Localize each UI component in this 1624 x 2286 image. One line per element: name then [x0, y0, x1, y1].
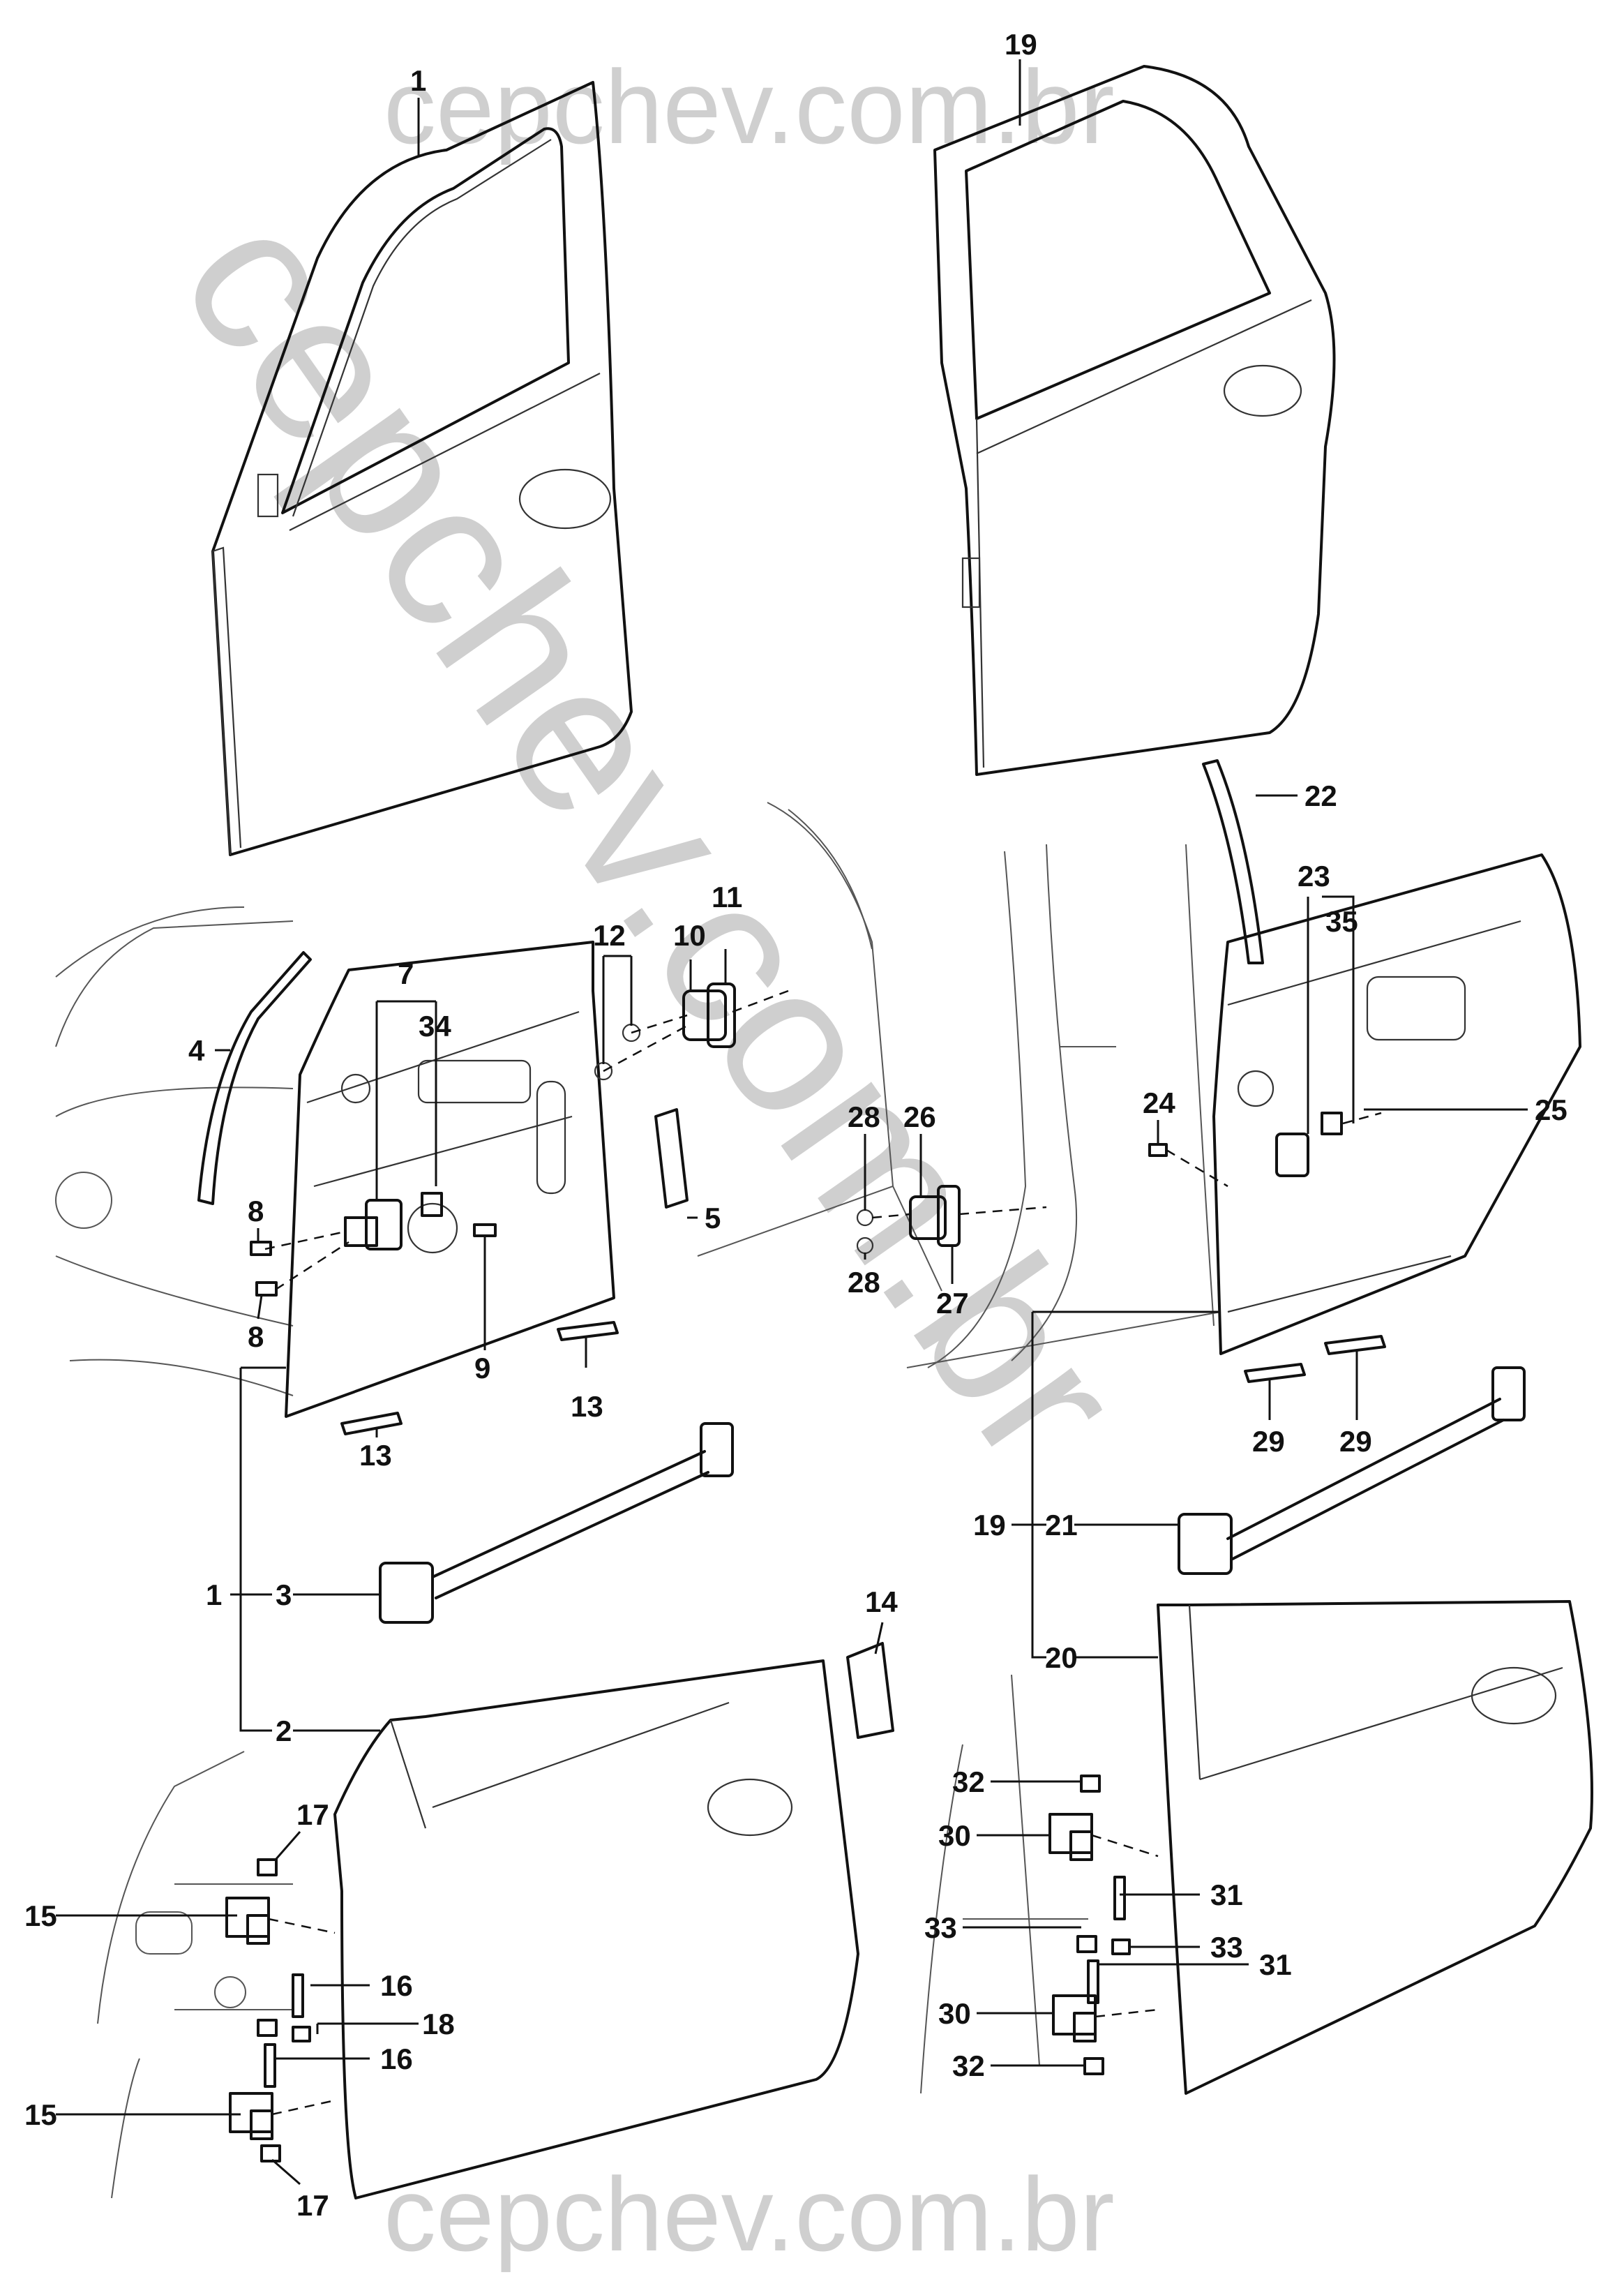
watermark-bottom: cepchev.com.br	[384, 2156, 1115, 2273]
callout-16b: 16	[380, 2042, 413, 2075]
callout-1: 1	[410, 64, 426, 97]
front-hinge-pins-bolts	[257, 1858, 311, 2162]
part-9-bolt	[473, 1223, 497, 1237]
callout-29a: 29	[1252, 1425, 1285, 1458]
callout-7: 7	[398, 957, 414, 990]
explode-lines	[264, 989, 1382, 2116]
front-hinge-lower	[229, 2092, 273, 2140]
callout-17b: 17	[296, 2189, 329, 2222]
callout-labels: 1 19 22 23 35 24 25 26 28 28 27 29 29 4 …	[24, 28, 1567, 2222]
callout-35: 35	[1325, 905, 1358, 938]
rear-door-inner-panel	[1212, 853, 1581, 1355]
callout-19b: 19	[973, 1509, 1006, 1541]
callout-9: 9	[474, 1352, 490, 1384]
callout-15b: 15	[24, 2098, 57, 2131]
callout-29b: 29	[1339, 1425, 1372, 1458]
callout-30a: 30	[938, 1819, 971, 1852]
callout-34: 34	[419, 1010, 451, 1043]
callout-31b: 31	[1259, 1948, 1292, 1981]
callout-28a: 28	[848, 1100, 880, 1133]
part-2-front-door-skin	[333, 1659, 859, 2199]
part-4-window-channel	[197, 951, 312, 1205]
part-29-sill-plates	[1244, 1335, 1386, 1383]
callout-19: 19	[1005, 28, 1037, 61]
rear-hinge-area-body	[920, 1674, 1088, 2094]
callout-3: 3	[276, 1578, 292, 1611]
front-body-structure	[55, 802, 942, 1396]
callout-24: 24	[1143, 1086, 1175, 1119]
callout-4: 4	[188, 1034, 205, 1067]
callout-27: 27	[936, 1287, 969, 1320]
callout-32a: 32	[952, 1765, 985, 1798]
callout-22: 22	[1305, 779, 1337, 812]
front-door-shell	[211, 81, 633, 856]
callout-2: 2	[276, 1714, 292, 1747]
callout-28b: 28	[848, 1266, 880, 1299]
front-hinge-area-body	[97, 1751, 293, 2199]
part-20-rear-door-skin	[1157, 1600, 1593, 2095]
callout-13a: 13	[359, 1439, 392, 1472]
callout-12: 12	[593, 919, 626, 952]
callout-23: 23	[1298, 860, 1330, 892]
callout-30b: 30	[938, 1997, 971, 2030]
callout-8b: 8	[248, 1320, 264, 1353]
rear-body-structure	[906, 844, 1221, 1368]
callout-8a: 8	[248, 1195, 264, 1227]
callout-15a: 15	[24, 1899, 57, 1932]
rear-door-shell	[933, 65, 1336, 776]
callout-1b: 1	[206, 1578, 222, 1611]
callout-10: 10	[673, 919, 706, 952]
part-10-11-check-strap	[594, 983, 736, 1081]
callout-32b: 32	[952, 2049, 985, 2082]
front-hinge-upper	[225, 1897, 270, 1945]
callout-25: 25	[1535, 1093, 1567, 1126]
part-7-door-check-link	[344, 1192, 443, 1250]
part-8-bolts	[250, 1241, 278, 1297]
rear-hinge-lower	[1052, 1994, 1097, 2042]
callout-13b: 13	[571, 1390, 603, 1423]
front-door-inner-panel	[285, 941, 615, 1418]
callout-14: 14	[865, 1585, 898, 1618]
callout-20: 20	[1045, 1641, 1078, 1674]
rear-hinge-pins-bolts	[1076, 1775, 1131, 2075]
callout-11: 11	[712, 881, 742, 913]
leader-lines	[56, 59, 1528, 2186]
watermark-top: cepchev.com.br	[384, 48, 1115, 165]
callout-33b: 33	[1210, 1931, 1243, 1964]
callout-26: 26	[903, 1100, 936, 1133]
part-5-bumper	[654, 1108, 689, 1209]
callout-5: 5	[705, 1202, 721, 1234]
part-14-gusset	[846, 1642, 894, 1739]
callout-21: 21	[1045, 1509, 1078, 1541]
part-23-rear-check-link	[1275, 1112, 1343, 1177]
callout-31a: 31	[1210, 1878, 1243, 1911]
rear-hinge-upper	[1048, 1813, 1093, 1861]
part-21-impact-beam	[1178, 1366, 1526, 1575]
watermark-group: cepchev.com.br cepchev.com.br cepchev.co…	[137, 48, 1168, 2273]
callout-18: 18	[422, 2008, 455, 2040]
callout-17a: 17	[296, 1798, 329, 1831]
callout-16a: 16	[380, 1969, 413, 2002]
part-13-sill-plates	[340, 1321, 619, 1435]
part-22-window-channel	[1202, 759, 1264, 964]
callout-33a: 33	[924, 1911, 957, 1944]
part-3-impact-beam	[379, 1422, 734, 1624]
part-24-bolt	[1148, 1143, 1168, 1157]
